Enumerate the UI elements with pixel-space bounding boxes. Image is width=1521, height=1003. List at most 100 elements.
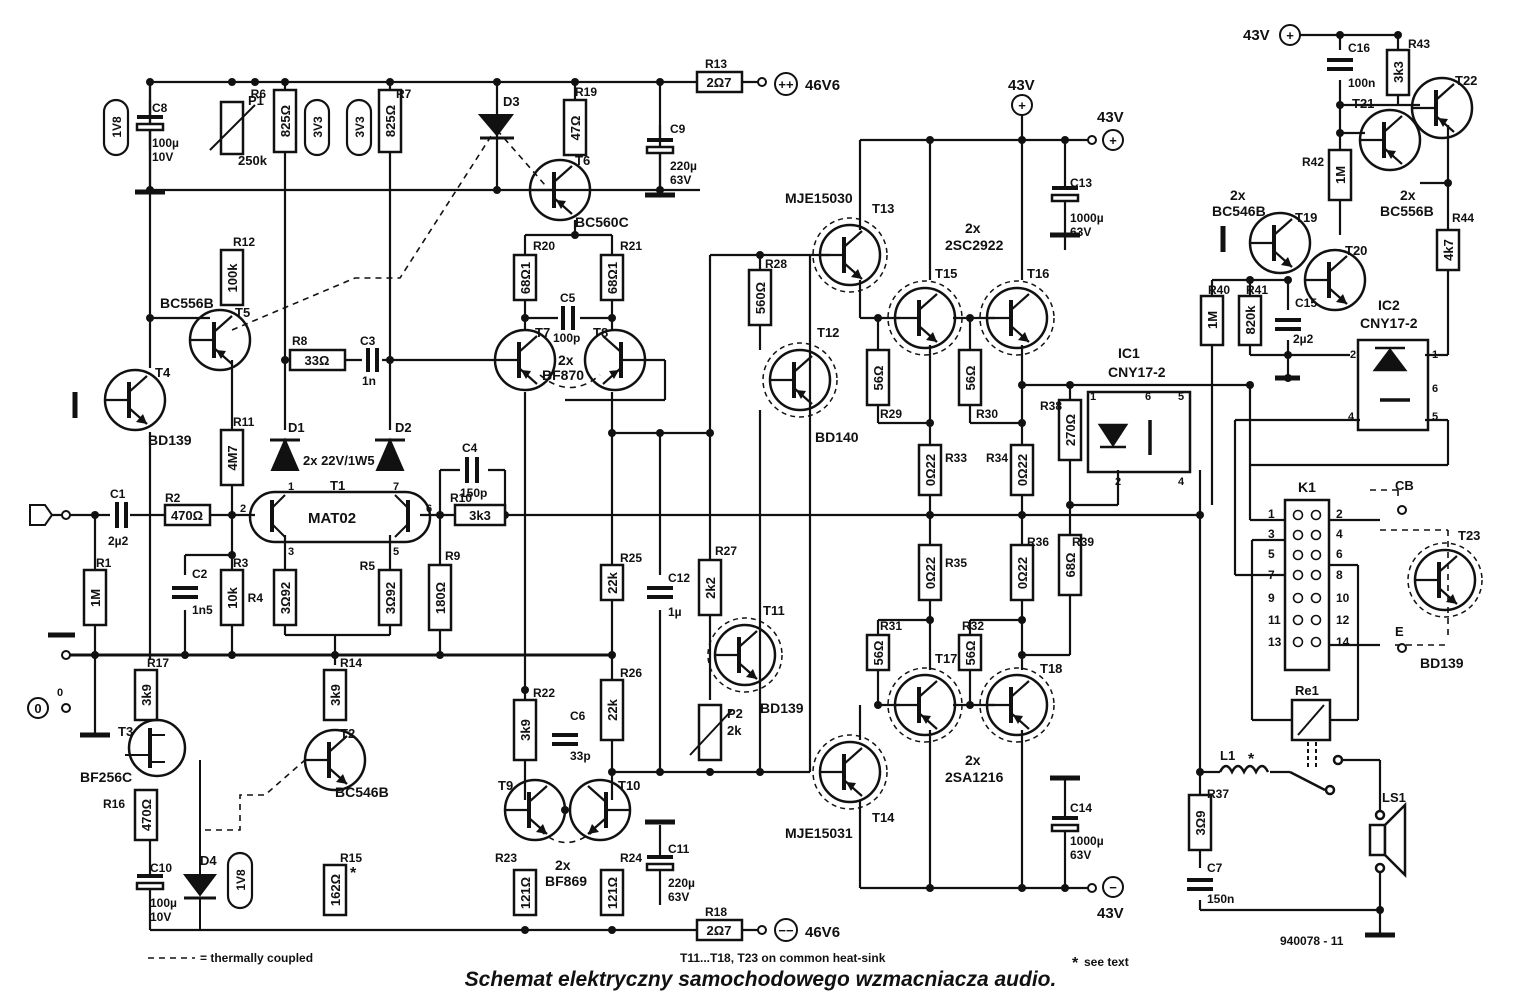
R29-value: 56Ω	[871, 366, 886, 391]
C16-val: 100n	[1348, 76, 1375, 90]
transistor-T21	[1358, 108, 1422, 172]
transistor-T11	[713, 623, 777, 687]
IC2-ref: IC2	[1378, 297, 1400, 313]
T2122-type: BC556B	[1380, 203, 1434, 219]
R5-ref: R5	[360, 559, 376, 573]
P1-ref: P1	[248, 93, 264, 108]
T20-ref: T20	[1345, 243, 1367, 258]
schematic-caption: Schemat elektryczny samochodowego wzmacn…	[464, 968, 1057, 991]
sign-plus-1: +	[1018, 98, 1026, 113]
drawing-code: 940078 - 11	[1280, 934, 1344, 948]
R40-value: 1M	[1205, 311, 1220, 329]
input-terminal	[61, 510, 71, 520]
zener-spec: 2x 22V/1W5	[303, 453, 375, 468]
transistor-T18	[985, 673, 1049, 737]
supply-46v6-pos: 46V6	[805, 77, 840, 94]
plus-supply-icon-2	[1102, 129, 1124, 151]
T17-ref: T17	[935, 651, 957, 666]
sign-plus-3: +	[1286, 28, 1294, 43]
C8-val1: 100µ	[152, 136, 179, 150]
supply-43v-top: 43V	[1008, 77, 1035, 94]
R41-value: 820k	[1243, 305, 1258, 335]
C7-ref: C7	[1207, 861, 1223, 875]
T23-type: BD139	[1420, 655, 1464, 671]
resistor-R15	[322, 863, 348, 917]
k1-pin-6: 6	[1336, 547, 1343, 561]
resistor-R3	[219, 568, 245, 627]
led-D4	[183, 874, 217, 897]
T11-type: BD139	[760, 700, 804, 716]
resistor-R30	[957, 348, 983, 407]
D2-ref: D2	[395, 420, 412, 435]
sign-plusplus: ++	[778, 77, 794, 92]
transistor-T12	[768, 348, 832, 412]
k1-pin-8: 8	[1336, 568, 1343, 582]
R18-value: 2Ω7	[707, 923, 732, 938]
transistor-T17	[893, 673, 957, 737]
T3-type: BF256C	[80, 769, 132, 785]
C11-ref: C11	[668, 842, 690, 856]
P1-val: 250k	[238, 153, 268, 168]
R44-ref: R44	[1452, 211, 1474, 225]
R42-value: 1M	[1333, 166, 1348, 184]
resistor-R26	[599, 678, 625, 742]
k1-pin-labels: 1 2 3 4 5 6 7 8 9 10 11 12 13 14	[1268, 507, 1350, 649]
led4-val: 1V8	[234, 869, 248, 891]
R38-ref: R38	[1040, 399, 1062, 413]
R8-ref: R8	[292, 334, 308, 348]
R15-ref: R15	[340, 851, 362, 865]
k1-pin-7: 7	[1268, 568, 1275, 582]
R44-value: 4k7	[1441, 239, 1456, 261]
see-text-note: see text	[1084, 955, 1129, 969]
resistor-R29	[865, 348, 891, 407]
T2-ref: T2	[340, 726, 355, 741]
k1-pin-14: 14	[1336, 635, 1350, 649]
mat02-dual-transistor	[248, 490, 432, 544]
C12-ref: C12	[668, 571, 690, 585]
k1-pin-2: 2	[1336, 507, 1343, 521]
connector-K1-pins	[1292, 509, 1322, 648]
T6-ref: T6	[575, 153, 590, 168]
svg-text:5: 5	[393, 546, 399, 558]
R13-ref: R13	[705, 57, 727, 71]
C6-val: 33p	[570, 749, 591, 763]
R19-value: 47Ω	[568, 116, 583, 141]
resistor-R4	[272, 568, 298, 627]
supply-43v-a: 43V	[1097, 109, 1124, 126]
T13-ref: T13	[872, 201, 894, 216]
resistor-R1	[82, 568, 108, 627]
junction-dots	[91, 31, 1452, 934]
L1-ref: L1	[1220, 748, 1235, 763]
R23-ref: R23	[495, 851, 517, 865]
k1-pin-12: 12	[1336, 613, 1350, 627]
resistor-R23	[512, 868, 538, 917]
svg-text:6: 6	[1145, 391, 1151, 403]
C11-val2: 63V	[668, 890, 689, 904]
R17-ref: R17	[147, 656, 169, 670]
C12-val: 1µ	[668, 605, 682, 619]
P2-ref: P2	[727, 706, 743, 721]
R10-ref: R10	[450, 491, 472, 505]
optocoupler-IC2	[1356, 338, 1430, 432]
R17-value: 3k9	[139, 684, 154, 706]
D1-ref: D1	[288, 420, 305, 435]
R16-value: 470Ω	[139, 799, 154, 831]
resistor-R12	[219, 248, 245, 307]
T2122-count: 2x	[1400, 187, 1416, 203]
C13-ref: C13	[1070, 176, 1092, 190]
T1718-type: 2SA1216	[945, 769, 1004, 785]
resistor-R9	[427, 563, 453, 632]
K1-ref: K1	[1298, 479, 1316, 495]
led1-val: 1V8	[110, 116, 124, 138]
minus-minus-supply-icon	[774, 918, 798, 942]
T78-count: 2x	[558, 352, 574, 368]
C8-val2: 10V	[152, 150, 173, 164]
resistor-R28	[747, 268, 773, 327]
transistors	[103, 76, 1483, 842]
R38-value: 270Ω	[1063, 414, 1078, 446]
R40-ref: R40	[1208, 283, 1230, 297]
resistor-R21	[599, 253, 625, 302]
R31-value: 56Ω	[871, 641, 886, 666]
transistor-T20	[1303, 248, 1367, 312]
resistor-R27	[697, 558, 723, 617]
